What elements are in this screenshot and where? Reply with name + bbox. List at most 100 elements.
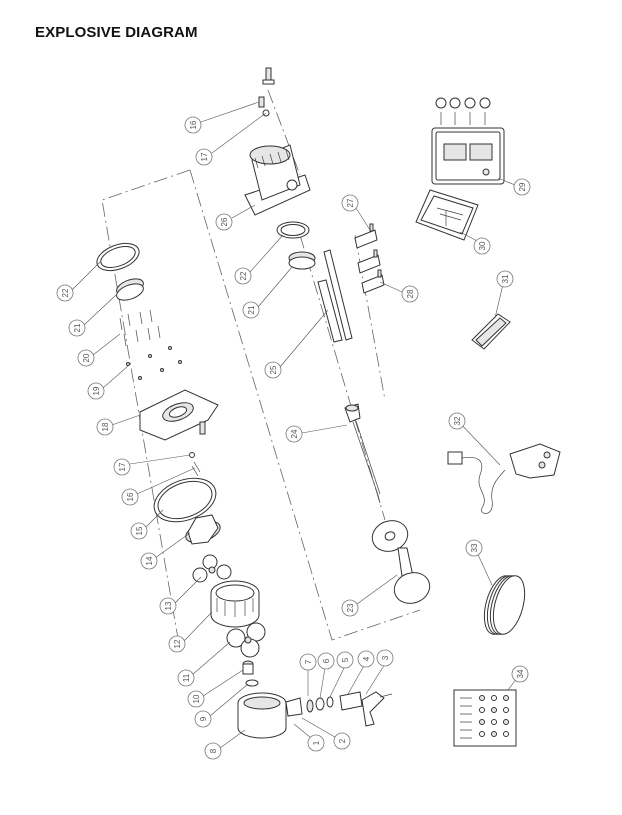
svg-text:16: 16: [189, 120, 198, 129]
svg-text:19: 19: [92, 386, 101, 395]
svg-text:3: 3: [381, 655, 390, 660]
callout-30: 30: [473, 237, 491, 255]
output-gear-set: [226, 622, 266, 658]
left-seal: [116, 278, 144, 301]
svg-text:2: 2: [338, 738, 347, 743]
svg-text:24: 24: [290, 429, 299, 438]
callout-8: 8: [204, 742, 222, 760]
gear-housing: [237, 692, 287, 739]
svg-text:21: 21: [73, 323, 82, 332]
svg-text:5: 5: [341, 657, 350, 662]
end-plate: [139, 389, 219, 441]
callout-21-left: 21: [68, 319, 86, 337]
svg-text:17: 17: [200, 152, 209, 161]
callout-12: 12: [168, 635, 186, 653]
svg-text:20: 20: [82, 353, 91, 362]
svg-text:9: 9: [199, 716, 208, 721]
svg-text:17: 17: [118, 462, 127, 471]
planet-gear-set: [192, 554, 232, 583]
upper-ring: [276, 221, 310, 239]
tie-rods: [317, 249, 353, 343]
svg-text:8: 8: [209, 748, 218, 753]
callout-22-left: 22: [56, 284, 74, 302]
remote-control: [447, 443, 561, 514]
svg-text:10: 10: [192, 694, 201, 703]
svg-text:7: 7: [304, 659, 313, 664]
left-ring: [96, 242, 140, 272]
svg-text:25: 25: [269, 365, 278, 374]
callout-34: 34: [511, 665, 529, 683]
svg-text:29: 29: [518, 182, 527, 191]
gasket: [153, 477, 217, 523]
callout-26: 26: [215, 213, 233, 231]
upper-seal: [288, 251, 316, 270]
callout-7: 7: [299, 653, 317, 671]
callout-19: 19: [87, 382, 105, 400]
callout-16-upper: 16: [184, 116, 202, 134]
callout-33: 33: [465, 539, 483, 557]
callout-31: 31: [496, 270, 514, 288]
svg-text:28: 28: [406, 289, 415, 298]
svg-text:31: 31: [501, 274, 510, 283]
svg-text:13: 13: [164, 601, 173, 610]
svg-text:14: 14: [145, 556, 154, 565]
svg-text:16: 16: [126, 492, 135, 501]
cable-drum: [371, 520, 431, 604]
receiver-box: [471, 313, 511, 350]
callout-32: 32: [448, 412, 466, 430]
svg-text:27: 27: [346, 198, 355, 207]
callout-28: 28: [401, 285, 419, 303]
callout-2: 2: [333, 732, 351, 750]
svg-text:1: 1: [312, 740, 321, 745]
callout-3: 3: [376, 649, 394, 667]
svg-text:23: 23: [346, 603, 355, 612]
svg-text:18: 18: [101, 422, 110, 431]
top-bolt: [258, 67, 275, 117]
svg-text:11: 11: [182, 673, 191, 682]
motor: [244, 144, 311, 216]
callout-25: 25: [264, 361, 282, 379]
leader-lines: [71, 101, 521, 749]
callout-27: 27: [341, 194, 359, 212]
callout-23: 23: [341, 599, 359, 617]
callout-9: 9: [194, 710, 212, 728]
callout-15: 15: [130, 522, 148, 540]
wire-rope: [344, 403, 381, 504]
svg-text:21: 21: [247, 305, 256, 314]
callout-16-lower: 16: [121, 488, 139, 506]
callout-18: 18: [96, 418, 114, 436]
svg-text:22: 22: [239, 271, 248, 280]
svg-text:34: 34: [516, 669, 525, 678]
planet-carrier: [185, 514, 221, 545]
ring-gear: [210, 580, 260, 628]
callout-14: 14: [140, 552, 158, 570]
callout-10: 10: [187, 690, 205, 708]
callout-17-upper: 17: [195, 148, 213, 166]
svg-text:30: 30: [478, 241, 487, 250]
callout-13: 13: [159, 597, 177, 615]
clutch-assembly: [285, 691, 393, 727]
callout-21-upper: 21: [242, 301, 260, 319]
nut-set: [126, 346, 182, 380]
brackets: [354, 223, 385, 294]
callout-5: 5: [336, 651, 354, 669]
svg-text:4: 4: [362, 656, 371, 661]
control-box: [431, 97, 505, 185]
callout-6: 6: [317, 652, 335, 670]
svg-text:6: 6: [322, 658, 331, 663]
callout-22-upper: 22: [234, 267, 252, 285]
sun-gear: [242, 660, 259, 687]
cable-coil: [483, 575, 526, 635]
assembly-axis-lines: [101, 89, 421, 651]
svg-text:26: 26: [220, 217, 229, 226]
shaft-bolt: [189, 421, 206, 477]
svg-text:33: 33: [470, 543, 479, 552]
svg-text:15: 15: [135, 526, 144, 535]
callout-4: 4: [357, 650, 375, 668]
bolt-set: [119, 309, 161, 347]
callout-17-lower: 17: [113, 458, 131, 476]
callout-11: 11: [177, 669, 195, 687]
svg-text:22: 22: [61, 288, 70, 297]
svg-text:32: 32: [453, 416, 462, 425]
